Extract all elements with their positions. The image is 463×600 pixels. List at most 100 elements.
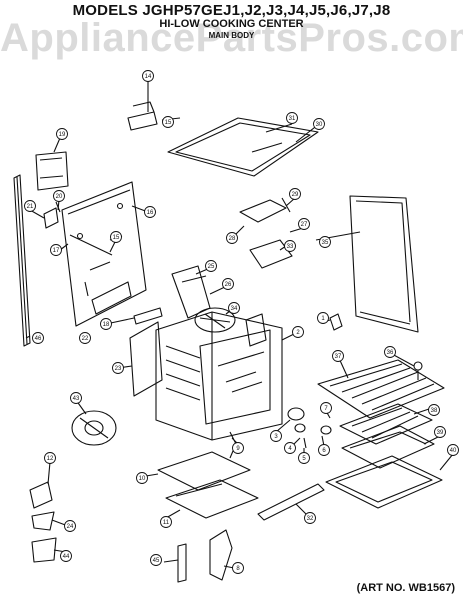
callout-34: 34 [228, 302, 240, 314]
callout-44: 44 [60, 550, 72, 562]
svg-text:15: 15 [165, 120, 172, 126]
art-number: (ART NO. WB1567) [356, 582, 455, 594]
svg-text:22: 22 [82, 336, 89, 342]
callout-21: 21 [24, 200, 36, 212]
callout-12: 12 [44, 452, 56, 464]
callout-43: 43 [70, 392, 82, 404]
callout-32: 32 [304, 512, 316, 524]
svg-text:1: 1 [321, 316, 325, 322]
svg-text:40: 40 [450, 448, 457, 454]
svg-text:21: 21 [27, 204, 34, 210]
callout-23: 23 [112, 362, 124, 374]
part-clip-14[interactable] [127, 101, 158, 131]
svg-text:28: 28 [229, 236, 236, 242]
part-broiler-grid[interactable] [339, 403, 433, 445]
callout-11: 11 [160, 516, 172, 528]
part-control-knob[interactable] [71, 410, 117, 446]
svg-text:35: 35 [322, 240, 329, 246]
callout-39: 39 [434, 426, 446, 438]
part-bottom-panel[interactable] [157, 451, 251, 491]
part-rear-panel[interactable] [61, 181, 147, 327]
callout-9: 9 [232, 442, 244, 454]
svg-text:31: 31 [289, 116, 296, 122]
callout-33: 33 [284, 240, 296, 252]
callout-19: 19 [56, 128, 68, 140]
callout-15b: 15 [110, 231, 122, 243]
part-broiler-pan[interactable] [341, 425, 435, 469]
svg-text:45: 45 [153, 558, 160, 564]
svg-text:8: 8 [236, 566, 240, 572]
callout-18: 18 [100, 318, 112, 330]
diagram-section: MAIN BODY [208, 31, 255, 40]
callout-28: 28 [226, 232, 238, 244]
callout-3: 3 [270, 430, 282, 442]
callout-25: 25 [205, 260, 217, 272]
svg-text:11: 11 [163, 520, 170, 526]
part-bracket[interactable] [35, 151, 69, 191]
part-left-panel[interactable] [129, 321, 163, 397]
svg-text:2: 2 [296, 330, 300, 336]
svg-text:26: 26 [225, 282, 232, 288]
svg-text:33: 33 [287, 244, 294, 250]
svg-text:12: 12 [47, 456, 54, 462]
svg-text:16: 16 [147, 210, 154, 216]
callout-24: 24 [64, 520, 76, 532]
part-drip-tray[interactable] [325, 455, 443, 509]
callout-29: 29 [289, 188, 301, 200]
svg-text:39: 39 [437, 430, 444, 436]
svg-text:37: 37 [335, 354, 342, 360]
part-base-plate[interactable] [165, 479, 259, 519]
callout-1: 1 [317, 312, 329, 324]
part-side-trim[interactable] [13, 174, 31, 347]
callout-4: 4 [284, 442, 296, 454]
callout-31: 31 [286, 112, 298, 124]
svg-text:15: 15 [113, 235, 120, 241]
callout-45: 45 [150, 554, 162, 566]
callout-36: 36 [384, 346, 396, 358]
svg-text:10: 10 [139, 476, 146, 482]
part-clips[interactable] [177, 529, 233, 583]
svg-text:32: 32 [307, 516, 314, 522]
callout-20: 20 [53, 190, 65, 202]
svg-text:19: 19 [59, 132, 66, 138]
part-rail[interactable] [257, 483, 325, 521]
svg-text:23: 23 [115, 366, 122, 372]
diagram-subtitle: HI-LOW COOKING CENTER [159, 18, 304, 30]
svg-text:4: 4 [288, 446, 292, 452]
part-knob[interactable] [329, 313, 343, 331]
part-box-34[interactable] [245, 313, 267, 347]
callout-8: 8 [232, 562, 244, 574]
part-heater[interactable] [194, 307, 236, 333]
svg-text:9: 9 [236, 446, 240, 452]
svg-text:36: 36 [387, 350, 394, 356]
part-control-assembly[interactable] [239, 197, 293, 269]
svg-text:44: 44 [63, 554, 70, 560]
callout-7: 7 [320, 402, 332, 414]
part-small-clip[interactable] [43, 201, 61, 229]
svg-text:6: 6 [322, 448, 326, 454]
part-oven-rack[interactable] [317, 359, 445, 419]
svg-text:3: 3 [274, 434, 278, 440]
callout-26: 26 [222, 278, 234, 290]
svg-text:34: 34 [231, 306, 238, 312]
diagram-title: MODELS JGHP57GEJ1,J2,J3,J4,J5,J6,J7,J8 [72, 2, 391, 19]
callout-10: 10 [136, 472, 148, 484]
callout-17: 17 [50, 244, 62, 256]
callout-40: 40 [447, 444, 459, 456]
part-side-panel[interactable] [349, 195, 419, 333]
svg-text:24: 24 [67, 524, 74, 530]
svg-text:17: 17 [53, 248, 60, 254]
svg-text:27: 27 [301, 222, 308, 228]
part-oven-cavity[interactable] [155, 311, 283, 441]
callout-30: 30 [313, 118, 325, 130]
svg-text:46: 46 [35, 336, 42, 342]
part-top-cover[interactable] [167, 117, 319, 177]
callout-14: 14 [142, 70, 154, 82]
part-hardware[interactable] [29, 481, 57, 563]
callout-35: 35 [319, 236, 331, 248]
callout-15: 15 [162, 116, 174, 128]
part-strip[interactable] [133, 307, 163, 325]
svg-text:7: 7 [324, 406, 328, 412]
